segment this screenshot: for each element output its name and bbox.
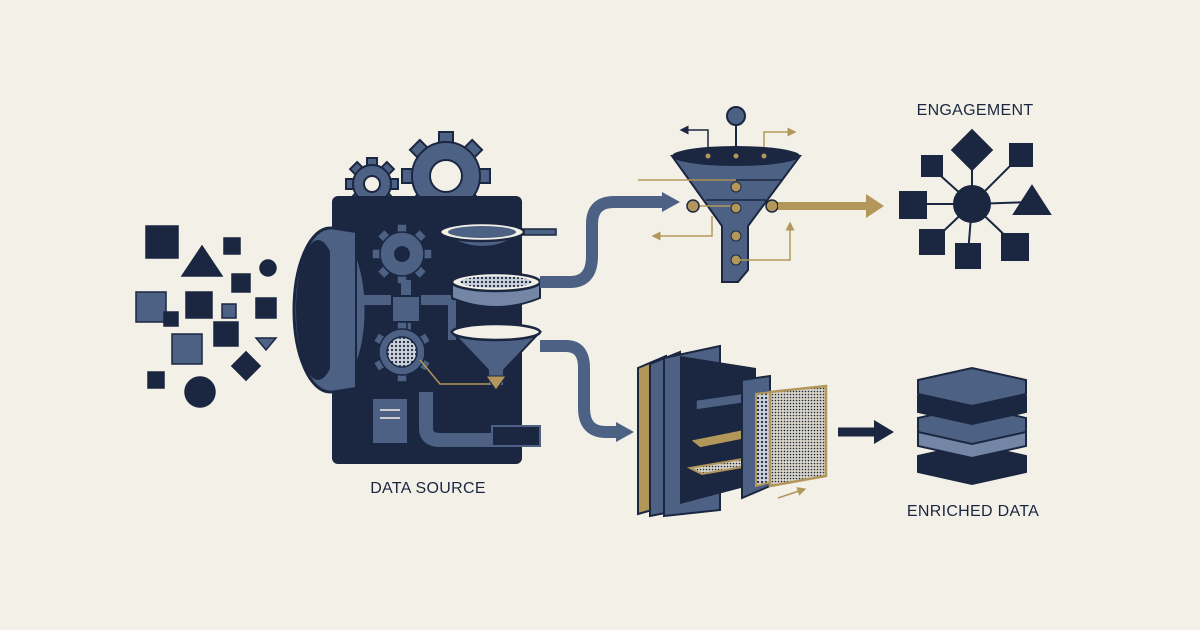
filter-panels-icon: [637, 344, 828, 518]
engagement-label: ENGAGEMENT: [916, 102, 1034, 119]
arrow-icon: [838, 420, 894, 444]
layer-stack-icon: [917, 366, 1027, 486]
sieve-icon: [436, 221, 557, 308]
arrow-icon: [540, 192, 680, 442]
data-source-label: DATA SOURCE: [370, 480, 486, 497]
network-icon: [899, 128, 1052, 269]
enriched-data-label: ENRICHED DATA: [906, 503, 1040, 520]
machine-icon: [292, 131, 557, 464]
raw-shapes-icon: [135, 225, 278, 408]
funnel-icon: [638, 106, 884, 283]
